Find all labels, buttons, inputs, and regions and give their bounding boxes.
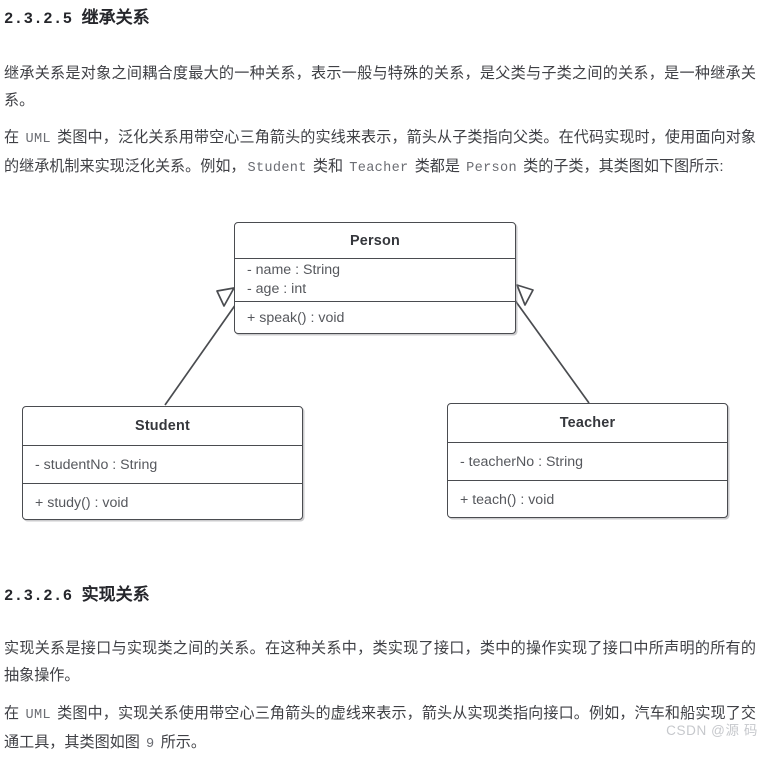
uml-operations-teacher: + teach() : void <box>448 480 727 518</box>
text-fragment: 在 <box>4 129 24 147</box>
text-fragment: 类图中，泛化关系用带空心三角箭头的实线来表示，箭头从子类指向父类。在代码实现时，… <box>4 129 756 175</box>
uml-class-diagram: Person - name : String - age : int + spe… <box>0 200 766 545</box>
inline-code-student: Student <box>247 160 307 176</box>
text-fragment: 类和 <box>308 157 348 175</box>
edge-student-to-person <box>164 293 244 406</box>
uml-connector-layer <box>164 284 590 406</box>
section-number: 2.3.2.5 <box>4 10 73 28</box>
inline-code-person: Person <box>466 160 517 176</box>
uml-attribute: - studentNo : String <box>35 456 158 473</box>
uml-class-student[interactable]: Student - studentNo : String + study() :… <box>22 406 303 520</box>
uml-attributes-teacher: - teacherNo : String <box>448 442 727 480</box>
section-title: 继承关系 <box>81 8 150 27</box>
uml-class-name-person: Person <box>350 232 400 249</box>
uml-attributes-person: - name : String - age : int <box>235 258 515 301</box>
uml-operation: + speak() : void <box>247 309 345 326</box>
inline-code-teacher: Teacher <box>349 160 409 176</box>
text-fragment: 类都是 <box>410 157 465 175</box>
uml-attribute: - teacherNo : String <box>460 453 584 470</box>
paragraph-realization-uml: 在 UML 类图中，实现关系使用带空心三角箭头的虚线来表示，箭头从实现类指向接口… <box>4 701 756 758</box>
uml-class-name-student: Student <box>135 418 190 434</box>
text-fragment: 类的子类，其类图如下图所示: <box>518 157 724 175</box>
inline-code-uml: UML <box>25 132 51 148</box>
uml-attribute: - age : int <box>247 281 307 297</box>
arrowhead-hollow-triangle-teacher <box>516 284 534 306</box>
section-heading-inheritance: 2.3.2.5 继承关系 <box>4 7 150 30</box>
uml-operation: + teach() : void <box>460 491 555 508</box>
paragraph-realization-intro: 实现关系是接口与实现类之间的关系。在这种关系中，类实现了接口，类中的操作实现了接… <box>4 640 756 684</box>
arrowhead-hollow-triangle-student <box>216 287 235 307</box>
uml-attributes-student: - studentNo : String <box>23 445 302 483</box>
section-heading-realization: 2.3.2.6 实现关系 <box>4 584 150 607</box>
section-title: 实现关系 <box>81 585 150 604</box>
csdn-watermark: CSDN @源 码 <box>666 723 758 738</box>
uml-operations-person: + speak() : void <box>235 301 515 333</box>
uml-class-name-teacher: Teacher <box>559 415 616 431</box>
paragraph-inheritance-uml: 在 UML 类图中，泛化关系用带空心三角箭头的实线来表示，箭头从子类指向父类。在… <box>4 125 756 182</box>
uml-class-teacher[interactable]: Teacher - teacherNo : String + teach() :… <box>447 403 728 518</box>
uml-operation: + study() : void <box>35 494 129 511</box>
uml-attribute: - name : String <box>247 261 341 278</box>
uml-operations-student: + study() : void <box>23 483 302 521</box>
section-number: 2.3.2.6 <box>4 587 73 605</box>
inline-code-uml: UML <box>25 708 51 724</box>
uml-class-person[interactable]: Person - name : String - age : int + spe… <box>234 222 516 334</box>
paragraph-inheritance-intro: 继承关系是对象之间耦合度最大的一种关系，表示一般与特殊的关系，是父类与子类之间的… <box>4 65 756 109</box>
inline-code-figure-number: 9 <box>146 736 155 752</box>
text-fragment: 所示。 <box>156 733 206 751</box>
text-fragment: 在 <box>4 705 24 723</box>
edge-teacher-to-person <box>508 291 590 404</box>
text-fragment: 类图中，实现关系使用带空心三角箭头的虚线来表示，箭头从实现类指向接口。例如，汽车… <box>4 705 756 751</box>
